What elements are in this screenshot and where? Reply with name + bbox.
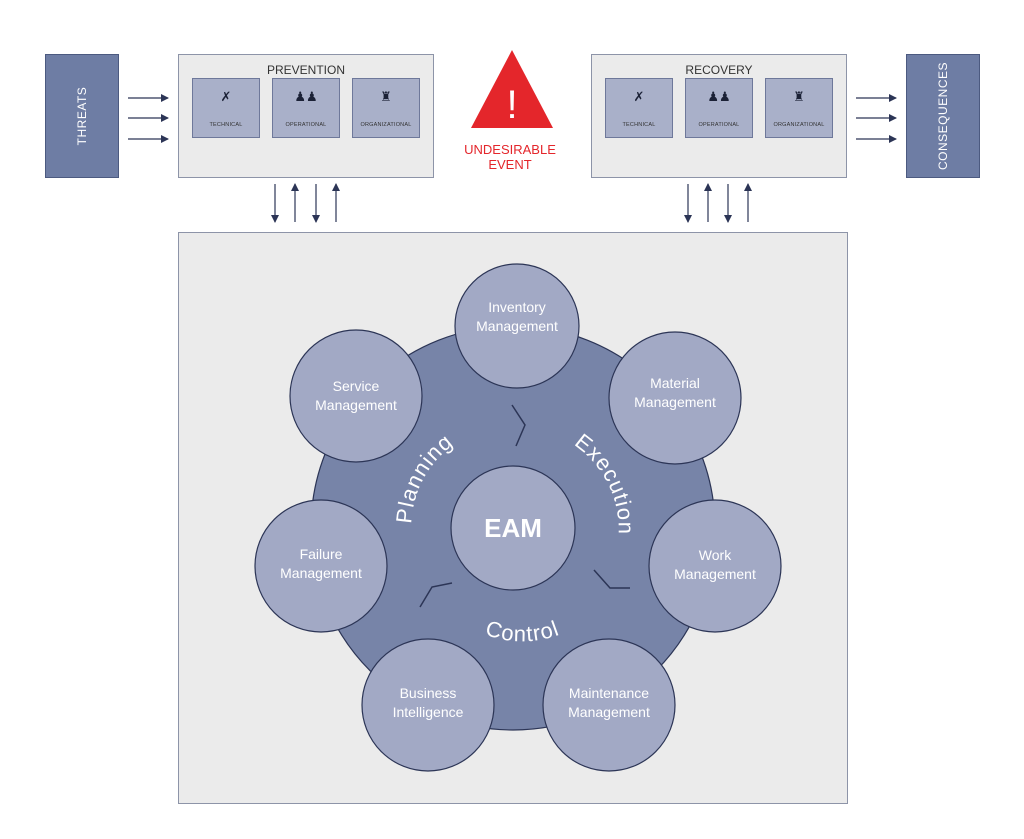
work-management-node [648, 499, 782, 633]
failure-management-node [254, 499, 388, 633]
svg-text:EAM: EAM [484, 513, 542, 543]
recovery-operational-box: ♟♟ OPERATIONAL [685, 78, 753, 138]
eam-center: EAM [450, 465, 576, 591]
prevention-title: PREVENTION [266, 63, 345, 77]
inventory-management-node [454, 263, 580, 389]
recovery-organizational-label: ORGANIZATIONAL [773, 122, 825, 128]
event-line-2: EVENT [488, 157, 532, 172]
recovery-title: RECOVERY [685, 63, 753, 77]
failure-management-label: Failure Management [280, 546, 362, 581]
prevention-box: PREVENTION ✗ TECHNICAL ♟♟ OPERATIONAL ♜ … [178, 54, 434, 178]
people-icon: ♟♟ [707, 89, 731, 104]
event-line-1: UNDESIRABLE [464, 142, 556, 157]
prevention-organizational-label: ORGANIZATIONAL [360, 122, 412, 128]
cycle-markers [419, 404, 630, 608]
businessman-icon: ♜ [380, 89, 392, 104]
consequences-block: CONSEQUENCES [906, 54, 980, 178]
material-management-node [608, 331, 742, 465]
maintenance-management-node [542, 638, 676, 772]
tools-icon: ✗ [220, 89, 232, 104]
prevention-link-arrows [271, 183, 340, 223]
tools-icon: ✗ [633, 89, 645, 104]
prevention-operational-label: OPERATIONAL [285, 122, 327, 128]
recovery-technical-box: ✗ TECHNICAL [605, 78, 673, 138]
service-management-node [289, 329, 423, 463]
business-intelligence-label: Business Intelligence [392, 685, 464, 720]
prevention-organizational-box: ♜ ORGANIZATIONAL [352, 78, 420, 138]
maintenance-management-label: Maintenance Management [568, 685, 650, 720]
threat-arrows [128, 94, 169, 143]
cycle-chevron [593, 569, 630, 589]
business-intelligence-node [361, 638, 495, 772]
work-management-label: Work Management [674, 547, 756, 582]
warning-icon: ! [471, 50, 553, 128]
cycle-chevron [419, 582, 453, 608]
recovery-organizational-box: ♜ ORGANIZATIONAL [765, 78, 833, 138]
undesirable-event-label: UNDESIRABLE EVENT [440, 142, 580, 172]
recovery-technical-label: TECHNICAL [622, 122, 656, 128]
prevention-technical-box: ✗ TECHNICAL [192, 78, 260, 138]
businessman-icon: ♜ [793, 89, 805, 104]
people-icon: ♟♟ [294, 89, 318, 104]
cycle-chevron [511, 404, 526, 447]
threats-block: THREATS [45, 54, 119, 178]
recovery-link-arrows [684, 183, 752, 223]
recovery-operational-label: OPERATIONAL [698, 122, 740, 128]
material-management-label: Material Management [634, 375, 716, 410]
service-management-label: Service Management [315, 378, 397, 413]
inventory-management-label: Inventory Management [476, 299, 558, 334]
consequence-arrows [856, 94, 897, 143]
prevention-technical-label: TECHNICAL [209, 122, 243, 128]
recovery-box: RECOVERY ✗ TECHNICAL ♟♟ OPERATIONAL ♜ OR… [591, 54, 847, 178]
prevention-operational-box: ♟♟ OPERATIONAL [272, 78, 340, 138]
svg-text:!: ! [506, 83, 517, 127]
